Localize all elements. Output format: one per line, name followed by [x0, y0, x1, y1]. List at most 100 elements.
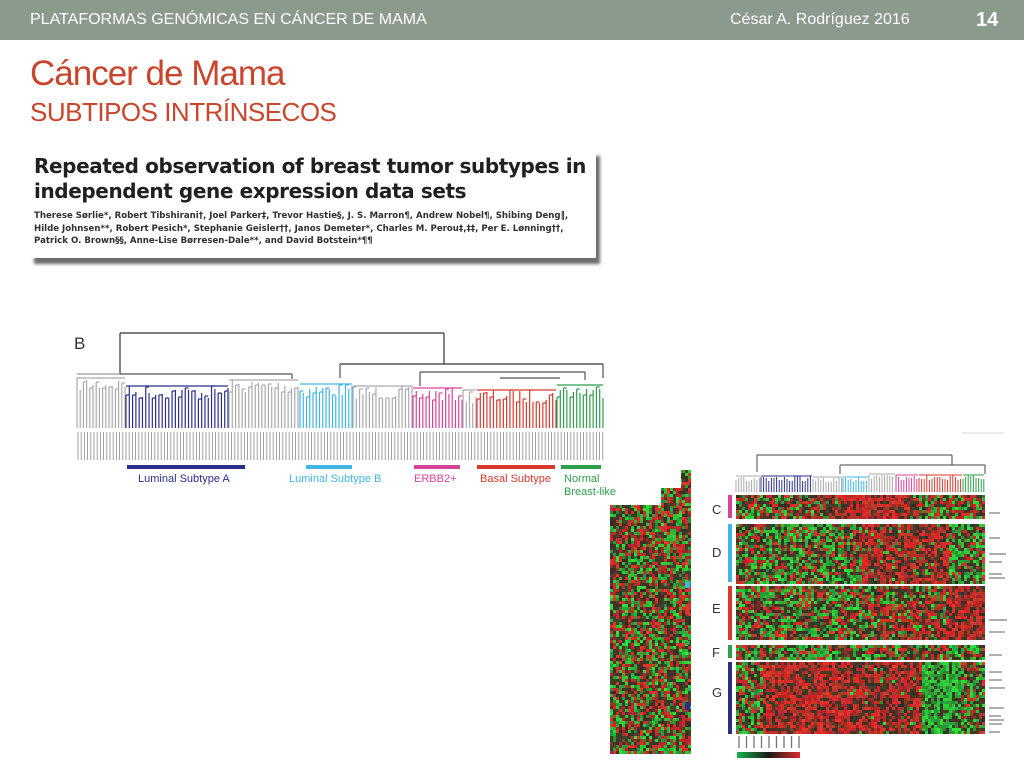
heatmap-cell	[907, 554, 910, 557]
heatmap-cell	[661, 727, 664, 730]
heatmap-cell	[769, 548, 772, 551]
heatmap-cell	[631, 559, 634, 562]
heatmap-cell	[673, 745, 676, 748]
heatmap-cell	[799, 545, 802, 548]
heatmap-cell	[640, 679, 643, 682]
heatmap-cell	[616, 670, 619, 673]
heatmap-cell	[865, 542, 868, 545]
heatmap-cell	[763, 563, 766, 566]
heatmap-cell	[976, 530, 979, 533]
heatmap-cell	[646, 688, 649, 691]
heatmap-cell	[664, 595, 667, 598]
heatmap-cell	[886, 566, 889, 569]
heatmap-cell	[613, 664, 616, 667]
heatmap-cell	[976, 554, 979, 557]
heatmap-cell	[742, 560, 745, 563]
heatmap-cell	[868, 530, 871, 533]
heatmap-cell	[982, 513, 985, 516]
heatmap-cell	[670, 580, 673, 583]
heatmap-cell	[640, 622, 643, 625]
heatmap-cell	[685, 550, 688, 553]
heatmap-cell	[682, 577, 685, 580]
heatmap-cell	[679, 601, 682, 604]
heatmap-cell	[829, 569, 832, 572]
heatmap-cell	[682, 485, 685, 488]
heatmap-cell	[778, 533, 781, 536]
heatmap-cell	[958, 504, 961, 507]
heatmap-cell	[949, 557, 952, 560]
heatmap-cell	[616, 529, 619, 532]
heatmap-cell	[967, 536, 970, 539]
heatmap-cell	[622, 643, 625, 646]
heatmap-cell	[754, 554, 757, 557]
heatmap-cell	[682, 556, 685, 559]
heatmap-cell	[628, 535, 631, 538]
heatmap-cell	[982, 560, 985, 563]
heatmap-cell	[625, 721, 628, 724]
heatmap-cell	[901, 539, 904, 542]
heatmap-cell	[646, 649, 649, 652]
heatmap-cell	[673, 500, 676, 503]
heatmap-cell	[637, 613, 640, 616]
heatmap-cell	[679, 562, 682, 565]
heatmap-cell	[973, 513, 976, 516]
heatmap-cell	[952, 513, 955, 516]
header-bar: PLATAFORMAS GENÓMICAS EN CÁNCER DE MAMA …	[0, 0, 1024, 40]
heatmap-cell	[613, 634, 616, 637]
heatmap-cell	[766, 530, 769, 533]
heatmap-cell	[643, 652, 646, 655]
heatmap-cell	[682, 661, 685, 664]
heatmap-cell	[688, 625, 691, 628]
heatmap-cell	[805, 507, 808, 510]
heatmap-cell	[625, 637, 628, 640]
heatmap-cell	[658, 694, 661, 697]
heatmap-cell	[673, 685, 676, 688]
heatmap-cell	[955, 563, 958, 566]
heatmap-cell	[739, 560, 742, 563]
heatmap-cell	[955, 513, 958, 516]
heatmap-cell	[640, 508, 643, 511]
heatmap-cell	[736, 524, 739, 527]
heatmap-cell	[853, 572, 856, 575]
heatmap-cell	[625, 739, 628, 742]
heatmap-cell	[877, 539, 880, 542]
heatmap-cell	[763, 557, 766, 560]
heatmap-cell	[670, 532, 673, 535]
heatmap-cell	[688, 742, 691, 745]
heatmap-cell	[613, 691, 616, 694]
heatmap-cell	[775, 510, 778, 513]
heatmap-cell	[802, 530, 805, 533]
heatmap-cell	[673, 562, 676, 565]
heatmap-cell	[613, 508, 616, 511]
heatmap-cell	[667, 598, 670, 601]
heatmap-cell	[751, 566, 754, 569]
heatmap-cell	[655, 532, 658, 535]
heatmap-cell	[775, 524, 778, 527]
heatmap-cell	[976, 551, 979, 554]
heatmap-cell	[898, 498, 901, 501]
heatmap-cell	[865, 551, 868, 554]
heatmap-cell	[964, 557, 967, 560]
heatmap-cell	[619, 517, 622, 520]
heatmap-cell	[688, 544, 691, 547]
heatmap-cell	[628, 655, 631, 658]
heatmap-cell	[844, 539, 847, 542]
heatmap-cell	[961, 533, 964, 536]
heatmap-cell	[898, 569, 901, 572]
heatmap-cell	[769, 524, 772, 527]
heatmap-cell	[688, 511, 691, 514]
heatmap-cell	[781, 498, 784, 501]
heatmap-cell	[658, 715, 661, 718]
heatmap-cell	[808, 501, 811, 504]
heatmap-cell	[937, 560, 940, 563]
heatmap-cell	[811, 551, 814, 554]
heatmap-cell	[616, 661, 619, 664]
heatmap-cell	[775, 539, 778, 542]
heatmap-cell	[853, 542, 856, 545]
heatmap-cell	[769, 516, 772, 519]
heatmap-cell	[910, 557, 913, 560]
heatmap-cell	[652, 616, 655, 619]
heatmap-cell	[619, 589, 622, 592]
heatmap-cell	[673, 497, 676, 500]
heatmap-cell	[751, 551, 754, 554]
